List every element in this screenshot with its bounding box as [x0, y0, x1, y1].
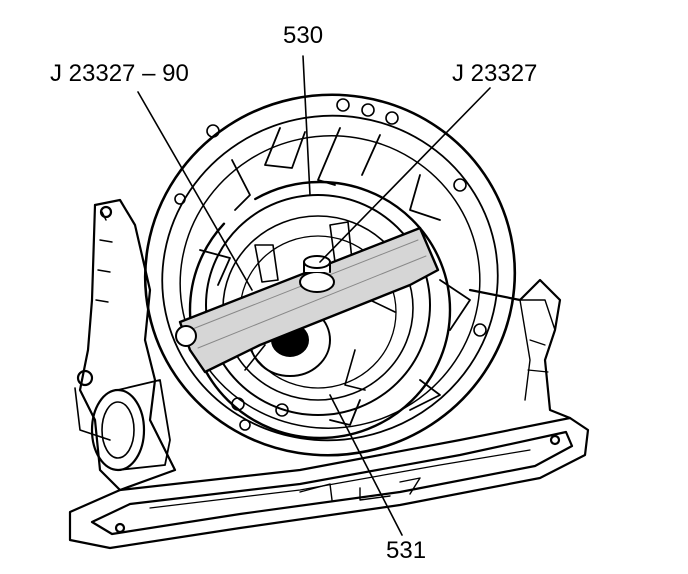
compressor-bar-j23327-90: [175, 226, 440, 374]
snap-ring-531: [188, 180, 452, 440]
oil-pan: [68, 416, 590, 550]
leader-530: [302, 55, 311, 196]
leader-531: [329, 394, 403, 536]
transmission-case: [468, 278, 572, 420]
label-531: 531: [386, 537, 427, 564]
left-case-housing: [74, 198, 177, 492]
label-530: 530: [283, 22, 324, 49]
leader-j23327-90: [137, 91, 253, 291]
label-j23327-90: J 23327 – 90: [50, 60, 189, 87]
pump-housing-ring: [143, 93, 517, 457]
label-j23327: J 23327: [452, 60, 538, 87]
leader-lines: [137, 55, 491, 536]
leader-j23327: [319, 87, 491, 263]
forcing-screw-j23327: [299, 255, 335, 293]
